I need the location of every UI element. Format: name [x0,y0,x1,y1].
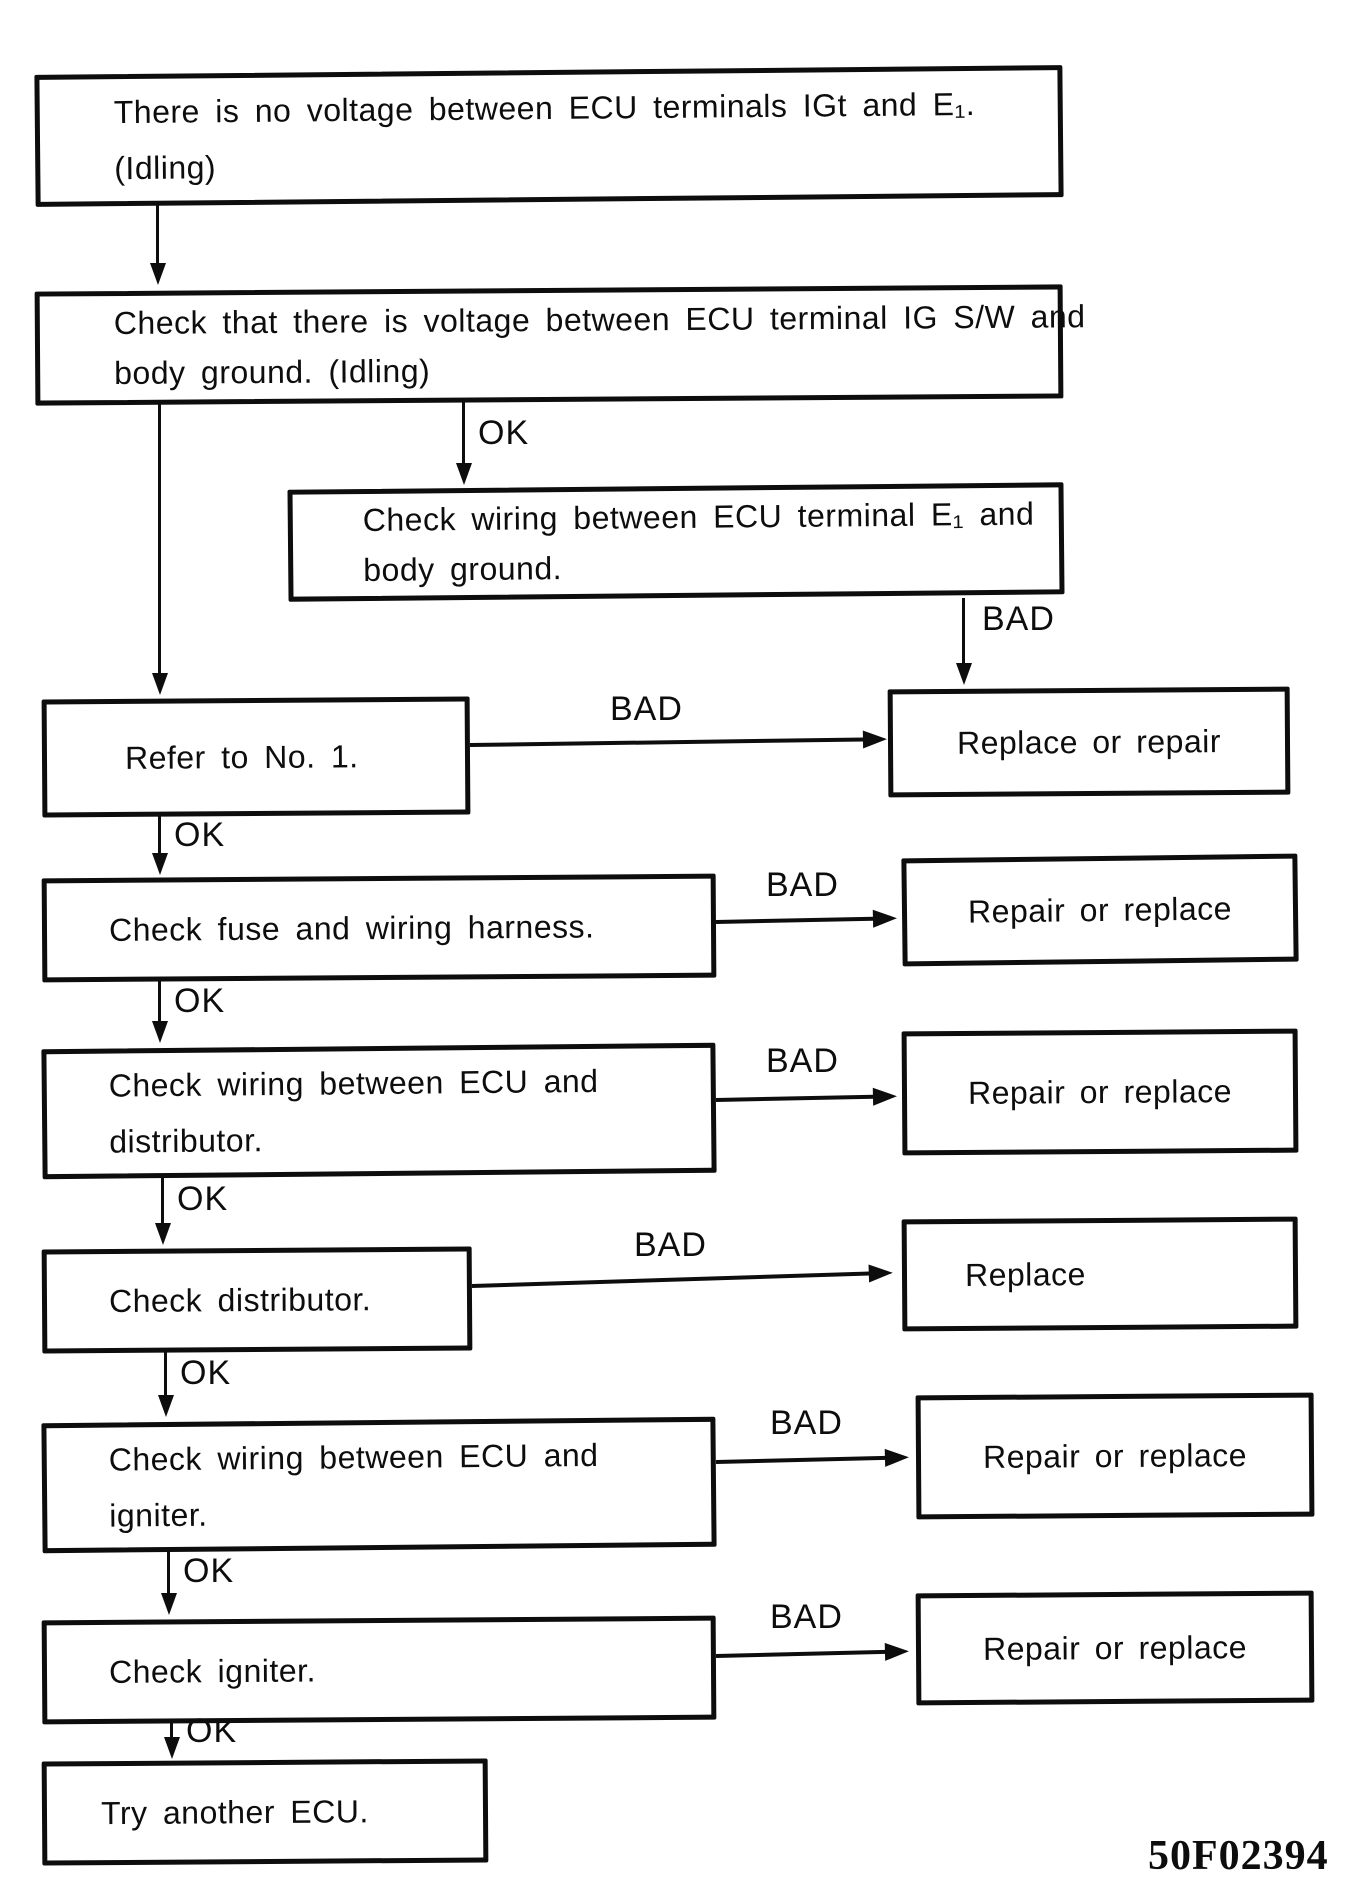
result-node-repair-or-replace-1: Repair or replace [901,853,1299,967]
flow-node-text: body ground. [363,550,563,589]
edge-label-ok-2: OK [174,816,226,854]
arrow-down [164,1352,167,1396]
arrow-right [715,916,875,924]
edge-label-ok-7: OK [186,1712,238,1750]
flow-node-text: Check wiring between ECU terminal E₁ and [362,495,1035,539]
flow-node-text: Check wiring between ECU and [108,1436,599,1478]
result-node-repair-or-replace-2: Repair or replace [901,1028,1299,1156]
result-node-text: Repair or replace [982,1628,1248,1667]
arrow-down [962,598,965,664]
result-node-text: Replace or repair [956,722,1222,761]
flow-node-check-wiring-igniter: Check wiring between ECU and igniter. [41,1416,717,1554]
edge-label-bad-1: BAD [982,600,1055,638]
arrow-right [715,1649,886,1658]
flow-node-start: There is no voltage between ECU terminal… [34,65,1064,207]
arrow-right [715,1455,886,1464]
flow-node-refer-no1: Refer to No. 1. [41,696,471,818]
result-node-repair-or-replace-3: Repair or replace [915,1392,1315,1520]
edge-label-bad-5: BAD [634,1226,707,1264]
flow-node-check-distributor: Check distributor. [41,1246,473,1354]
flow-node-text: Check fuse and wiring harness. [108,908,595,948]
flow-node-text: Check igniter. [108,1652,317,1690]
flow-node-text: Check wiring between ECU and [108,1062,599,1104]
arrow-down [158,980,161,1022]
figure-number: 50F02394 [1148,1833,1329,1879]
edge-label-ok-1: OK [478,414,530,452]
result-node-text: Repair or replace [967,889,1233,930]
result-node-replace: Replace [901,1216,1299,1332]
flow-node-text: Try another ECU. [100,1793,369,1832]
arrow-down [462,402,465,464]
result-node-repair-or-replace-4: Repair or replace [915,1590,1315,1706]
flow-node-check-wiring-distributor: Check wiring between ECU and distributor… [41,1042,717,1180]
result-node-text: Repair or replace [967,1072,1233,1111]
arrow-down [156,202,159,264]
arrow-down [158,816,161,854]
flow-node-text: There is no voltage between ECU terminal… [113,85,976,131]
flow-node-try-another-ecu: Try another ECU. [41,1758,489,1866]
edge-label-bad-3: BAD [766,866,839,904]
flow-node-check-igniter: Check igniter. [41,1615,717,1725]
flow-node-text: (Idling) [114,149,217,187]
flow-node-text: Check distributor. [108,1281,372,1320]
arrow-right [471,1271,870,1288]
arrow-right [469,737,864,747]
arrow-down [161,1176,164,1224]
arrow-down [167,1550,170,1594]
arrow-down [158,402,161,674]
edge-label-bad-2: BAD [610,690,683,728]
flow-node-check-ig-sw: Check that there is voltage between ECU … [34,284,1086,406]
arrow-right [715,1094,875,1102]
edge-label-ok-6: OK [183,1552,235,1590]
edge-label-bad-6: BAD [770,1404,843,1442]
arrow-down [170,1722,173,1738]
edge-label-bad-4: BAD [766,1042,839,1080]
flow-node-text: igniter. [109,1496,208,1534]
flow-node-text: distributor. [109,1122,264,1160]
flow-node-text: Refer to No. 1. [124,738,359,776]
edge-label-ok-4: OK [177,1180,229,1218]
edge-label-bad-7: BAD [770,1598,843,1636]
result-node-replace-or-repair: Replace or repair [887,686,1291,798]
edge-label-ok-5: OK [180,1354,232,1392]
flow-node-check-e1-wiring: Check wiring between ECU terminal E₁ and… [287,482,1065,602]
result-node-text: Replace [964,1255,1087,1293]
result-node-text: Repair or replace [982,1436,1248,1475]
flow-node-check-fuse: Check fuse and wiring harness. [41,873,717,983]
flow-node-text: body ground. (Idling) [114,352,431,392]
flow-node-text: Check that there is voltage between ECU … [113,298,1086,342]
edge-label-ok-3: OK [174,982,226,1020]
